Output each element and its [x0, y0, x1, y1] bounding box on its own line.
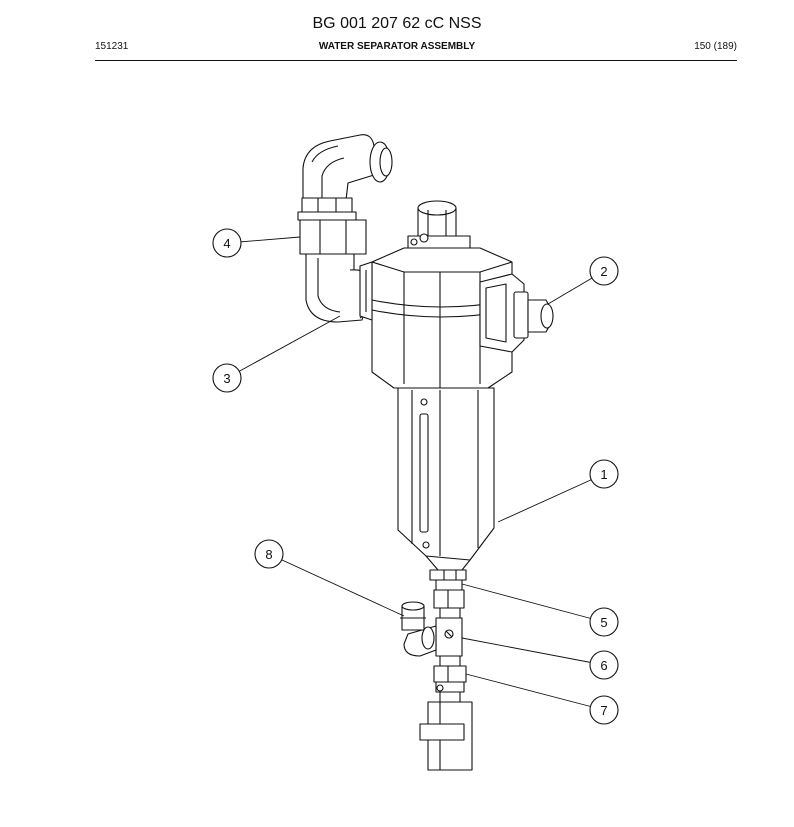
header-divider [95, 60, 737, 61]
callout-5: 5 [589, 607, 619, 637]
callout-label-2: 2 [600, 264, 607, 279]
callout-2: 2 [589, 256, 619, 286]
callout-label-4: 4 [223, 236, 230, 251]
drain-assembly-drawing [400, 569, 473, 771]
page-info: 150 (189) [694, 41, 737, 52]
callout-3: 3 [212, 363, 242, 393]
callout-7: 7 [589, 695, 619, 725]
leader-lines [226, 236, 605, 711]
callout-8: 8 [254, 539, 284, 569]
callout-4: 4 [212, 228, 242, 258]
header-left-code: 151231 [95, 41, 129, 52]
callout-label-1: 1 [600, 467, 607, 482]
callout-label-6: 6 [600, 658, 607, 673]
section-title: WATER SEPARATOR ASSEMBLY [318, 41, 476, 52]
callout-6: 6 [589, 650, 619, 680]
document-title: BG 001 207 62 cC NSS [312, 15, 482, 32]
filter-bowl-drawing [397, 387, 495, 571]
callout-label-5: 5 [600, 615, 607, 630]
callout-label-3: 3 [223, 371, 230, 386]
callout-1: 1 [589, 459, 619, 489]
callout-label-7: 7 [600, 703, 607, 718]
elbow-fitting-drawing [297, 134, 393, 323]
filter-head-drawing [359, 200, 554, 389]
callout-label-8: 8 [265, 547, 272, 562]
